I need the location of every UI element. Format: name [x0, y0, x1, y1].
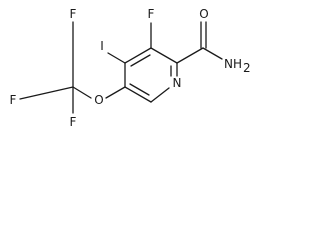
bond-cf3-f-left	[19, 86, 74, 100]
atom-label-amide-nitrogen: NH	[224, 57, 242, 71]
atom-label-fluoro: F	[148, 7, 155, 21]
bond-c4-c3	[124, 47, 152, 64]
atom-label-ring-nitrogen: N	[173, 76, 182, 90]
atom-label-amide-subscript: 2	[243, 61, 251, 75]
bond-c4-i	[107, 52, 126, 64]
atom-label-iodo: I	[100, 39, 104, 53]
pyridine-ring	[124, 47, 178, 103]
bond-c6-c5	[124, 86, 152, 103]
atom-label-cf3-f-left: F	[10, 93, 17, 107]
structure-diagram: F I N O NH 2 O F F F	[10, 7, 251, 129]
bond-carbonyl-nh2	[202, 47, 223, 60]
bond-c5-o	[105, 86, 126, 99]
atom-label-amide-oxygen: O	[199, 7, 208, 21]
atom-label-ether-oxygen: O	[94, 93, 103, 107]
bond-n1-c6	[150, 87, 170, 103]
bond-c3-c2	[150, 47, 178, 64]
bond-c2-carbonyl	[176, 47, 204, 64]
atom-label-cf3-f-top: F	[70, 7, 77, 21]
bond-c6-c5-inner	[129, 83, 150, 96]
bond-o-cf3	[72, 86, 92, 99]
atom-label-cf3-f-bottom: F	[70, 115, 77, 129]
bond-c4-c3-inner	[130, 54, 151, 67]
